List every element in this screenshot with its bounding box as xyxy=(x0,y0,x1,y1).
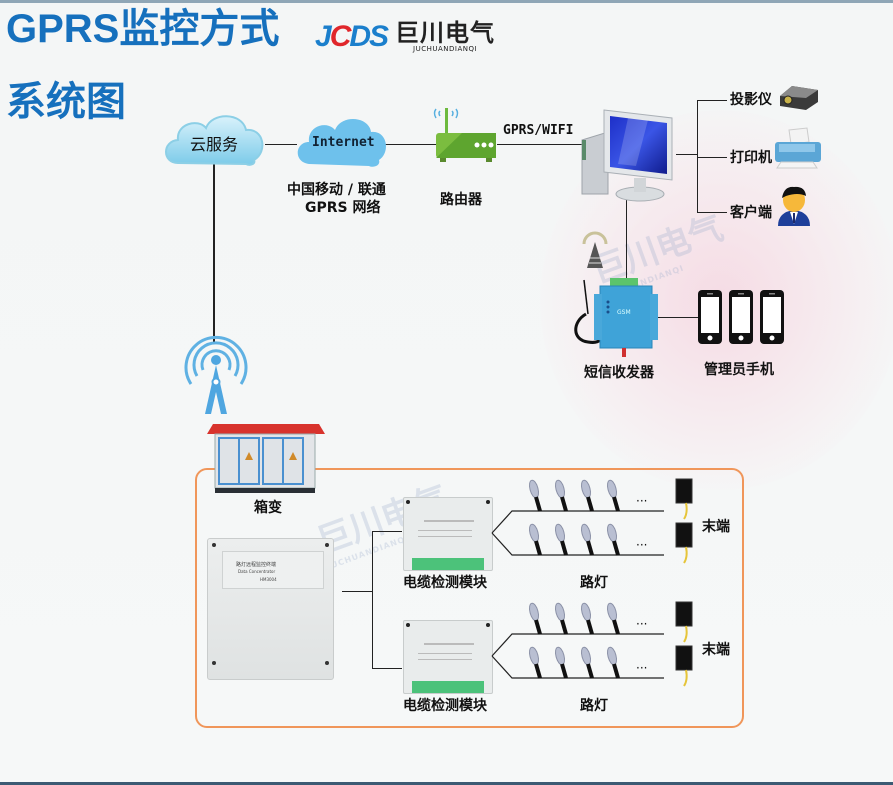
link-printer xyxy=(697,157,727,158)
street-light-icon xyxy=(554,602,568,635)
cable-module-icon xyxy=(403,497,493,571)
ellipsis: ··· xyxy=(636,617,648,631)
link-cloud-tower xyxy=(213,163,215,343)
substation-icon xyxy=(207,424,325,493)
street-light-icon xyxy=(606,523,620,556)
cable-module-icon xyxy=(403,620,493,694)
street-light-icon xyxy=(554,646,568,679)
terminal-icon xyxy=(675,478,693,520)
street-light-label: 路灯 xyxy=(580,698,608,714)
modem-icon xyxy=(574,278,658,357)
terminal-label: 末端 xyxy=(702,519,730,535)
link-label: GPRS/WIFI xyxy=(503,123,574,138)
link-concentrator xyxy=(342,591,372,592)
concentrator-text-2: Data Concentrator xyxy=(238,569,276,574)
concentrator-text-1: 路灯远程监控终端 xyxy=(236,562,277,568)
link-internet-router xyxy=(385,144,437,145)
street-light-icon xyxy=(606,646,620,679)
concentrator-model: HM3004 xyxy=(260,577,277,582)
terminal-icon xyxy=(675,601,693,643)
module-bus xyxy=(372,531,373,668)
cable-lines xyxy=(491,510,664,556)
computer-icon xyxy=(581,109,673,202)
router-icon xyxy=(433,108,496,162)
ellipsis: ··· xyxy=(636,538,648,552)
brand-logo: JCDS 巨川电气 JUCHUANDIANQI xyxy=(315,18,495,56)
link-client xyxy=(697,212,727,213)
ellipsis: ··· xyxy=(636,661,648,675)
cloud-service-label: 云服务 xyxy=(190,135,239,154)
internet-caption-2: GPRS 网络 xyxy=(305,200,381,216)
internet-label: Internet xyxy=(312,135,375,150)
logo-en: JUCHUANDIANQI xyxy=(413,44,478,53)
terminal-icon xyxy=(675,522,693,564)
box-transformer-label: 箱变 xyxy=(254,500,282,516)
terminal-icon xyxy=(675,645,693,687)
terminal-label: 末端 xyxy=(702,642,730,658)
street-light-icon xyxy=(554,523,568,556)
cloud-icon xyxy=(297,118,386,167)
printer-icon xyxy=(775,127,821,169)
street-light-icon xyxy=(580,479,594,512)
link-router-computer xyxy=(497,144,585,145)
sms-transceiver-label: 短信收发器 xyxy=(584,365,654,381)
street-light-icon xyxy=(606,602,620,635)
link-sms-phones xyxy=(652,317,700,318)
admin-phones-label: 管理员手机 xyxy=(704,362,774,378)
street-light-icon xyxy=(580,602,594,635)
admin-phones xyxy=(697,289,784,345)
modem-device-text: GSM xyxy=(617,309,631,316)
street-light-icon xyxy=(580,523,594,556)
client-label: 客户端 xyxy=(730,205,772,221)
street-light-label: 路灯 xyxy=(580,575,608,591)
logo-cn: 巨川电气 xyxy=(395,18,496,47)
street-light-icon xyxy=(554,479,568,512)
top-border xyxy=(0,0,893,3)
street-light-icon xyxy=(606,479,620,512)
link-module-2 xyxy=(372,668,402,669)
phone-icon xyxy=(729,290,753,344)
field-devices-panel xyxy=(195,468,744,728)
link-module-1 xyxy=(372,531,402,532)
link-cloud-internet xyxy=(265,144,297,145)
cable-module-label: 电缆检测模块 xyxy=(403,575,487,591)
signal-tower-icon xyxy=(582,231,608,268)
user-icon xyxy=(778,186,810,226)
concentrator-icon: 路灯远程监控终端 Data Concentrator HM3004 xyxy=(207,538,334,680)
cloud-icon xyxy=(165,115,264,166)
projector-label: 投影仪 xyxy=(730,92,772,108)
peripheral-bus xyxy=(697,100,698,212)
logo-mark: JCDS xyxy=(315,20,389,53)
signal-tower-icon xyxy=(184,335,248,414)
link-projector xyxy=(697,100,727,101)
page-subtitle: 系统图 xyxy=(6,79,126,125)
street-light-icon xyxy=(528,479,542,512)
street-light-icon xyxy=(528,602,542,635)
street-light-icon xyxy=(528,646,542,679)
bottom-border xyxy=(0,782,893,785)
cable-module-label: 电缆检测模块 xyxy=(403,698,487,714)
cable-lines xyxy=(491,633,664,679)
ellipsis: ··· xyxy=(636,494,648,508)
phone-icon xyxy=(698,290,722,344)
street-light-icon xyxy=(580,646,594,679)
page-title: GPRS监控方式 xyxy=(6,7,280,51)
printer-label: 打印机 xyxy=(730,150,772,166)
router-label: 路由器 xyxy=(440,192,482,208)
link-computer-sms xyxy=(626,198,627,288)
internet-caption-1: 中国移动 / 联通 xyxy=(287,182,386,198)
phone-icon xyxy=(760,290,784,344)
street-light-icon xyxy=(528,523,542,556)
link-computer-bus xyxy=(676,154,698,155)
projector-icon xyxy=(780,86,818,110)
